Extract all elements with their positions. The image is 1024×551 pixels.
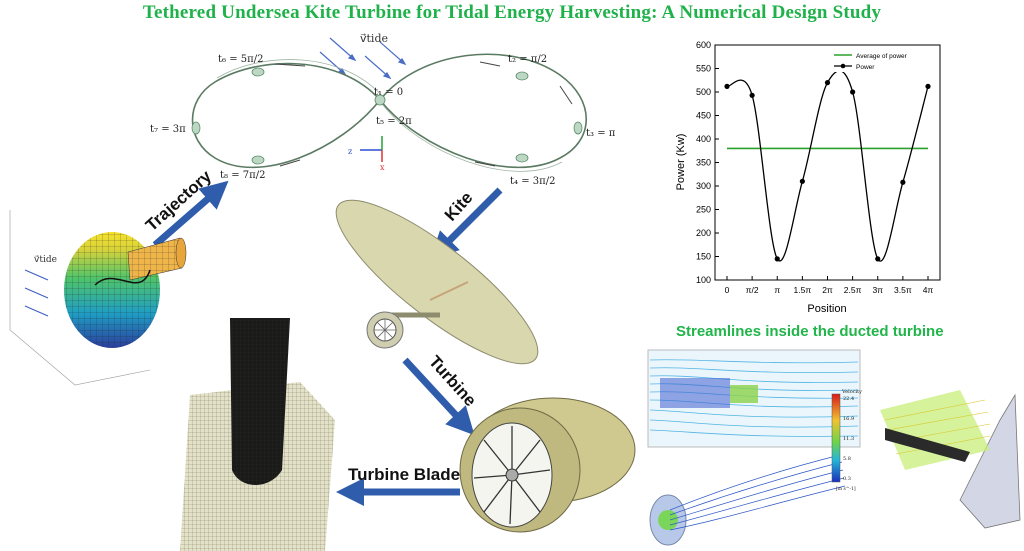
x-tick-label: 2π (822, 285, 833, 295)
power-data-point (900, 179, 906, 185)
velocity-tick-0: 22.4 (843, 396, 854, 402)
chart-ylabel: Power (Kw) (675, 134, 687, 191)
velocity-tick-2: 11.3 (843, 436, 854, 442)
velocity-legend-title: Velocity (841, 389, 862, 395)
x-tick-label: 2.5π (844, 285, 862, 295)
x-tick-label: 3π (872, 285, 883, 295)
power-data-point (925, 83, 931, 89)
y-tick-label: 400 (696, 134, 711, 144)
turbine-blade-mesh (180, 318, 335, 551)
velocity-unit: [m s^-1] (836, 485, 856, 492)
chart-xlabel: Position (807, 303, 846, 315)
y-tick-label: 450 (696, 111, 711, 121)
velocity-tick-3: 5.8 (843, 456, 851, 462)
power-data-point (875, 256, 881, 262)
streamlines-title: Streamlines inside the ducted turbine (676, 323, 944, 340)
label-t5: t₅ = 2π (376, 116, 412, 127)
series-layer (724, 70, 931, 262)
x-axis-ticks: 0 π/2 π 1.5π 2π 2.5π 3π 3.5π 4π (725, 276, 934, 295)
turbine-blade-arrow-label: Turbine Blade (348, 465, 460, 484)
x-tick-label: 3.5π (894, 285, 912, 295)
y-tick-label: 100 (696, 275, 711, 285)
page-title: Tethered Undersea Kite Turbine for Tidal… (142, 2, 882, 23)
legend-power-label: Power (856, 64, 875, 71)
label-t1: t₁ = 0 (374, 87, 403, 98)
kite-arrow (430, 187, 503, 260)
axis-x-label: x (380, 163, 385, 172)
kite-markers (191, 67, 583, 165)
y-tick-label: 600 (696, 40, 711, 50)
turbine-arrow (402, 357, 475, 436)
y-tick-label: 500 (696, 87, 711, 97)
axis-z-label: z (348, 147, 352, 156)
power-data-point (850, 89, 856, 95)
velocity-legend: Velocity 22.4 16.9 11.3 5.8 0.3 [m s^-1] (831, 389, 862, 492)
label-t3: t₃ = π (586, 128, 616, 139)
v-tide-label: v⃗tide (360, 32, 388, 45)
power-data-point (799, 178, 805, 184)
tide-arrows (319, 37, 407, 80)
x-tick-label: π (774, 285, 780, 295)
power-data-point (749, 92, 755, 98)
x-tick-label: 0 (725, 285, 730, 295)
x-tick-label: 4π (923, 285, 934, 295)
y-tick-label: 200 (696, 228, 711, 238)
y-tick-label: 350 (696, 158, 711, 168)
power-data-point (824, 80, 831, 86)
y-axis-ticks: 100 150 200 250 300 350 400 450 500 550 600 (696, 40, 719, 285)
ducted-turbine (459, 397, 636, 533)
sphere-plot: v⃗tide (9, 210, 187, 386)
label-t8: t₈ = 7π/2 (220, 170, 265, 181)
streamline-3d-view (649, 454, 846, 546)
velocity-tick-1: 16.9 (843, 416, 854, 422)
y-tick-label: 300 (696, 181, 711, 191)
axis-triad: z x (348, 136, 385, 172)
x-tick-label: 1.5π (794, 285, 812, 295)
legend-avg-label: Average of power (856, 53, 908, 60)
y-tick-label: 250 (696, 205, 711, 215)
label-t4: t₄ = 3π/2 (510, 176, 555, 187)
chart-legend: Average of power Power (830, 48, 936, 72)
label-t2: t₂ = π/2 (508, 54, 547, 65)
label-t6: t₆ = 5π/2 (218, 54, 263, 65)
power-data-point (724, 83, 730, 89)
y-tick-label: 150 (696, 252, 711, 262)
velocity-tick-4: 0.3 (843, 476, 851, 482)
trajectory-arrow (152, 180, 229, 248)
sphere-v-tide-label: v⃗tide (34, 255, 57, 265)
power-data-point (774, 256, 780, 262)
y-tick-label: 550 (696, 64, 711, 74)
streamline-section-view (647, 349, 861, 448)
kite-model (335, 199, 539, 365)
x-tick-label: π/2 (746, 285, 759, 295)
streamline-kite-view (880, 390, 1021, 529)
label-t7: t₇ = 3π (150, 124, 186, 135)
